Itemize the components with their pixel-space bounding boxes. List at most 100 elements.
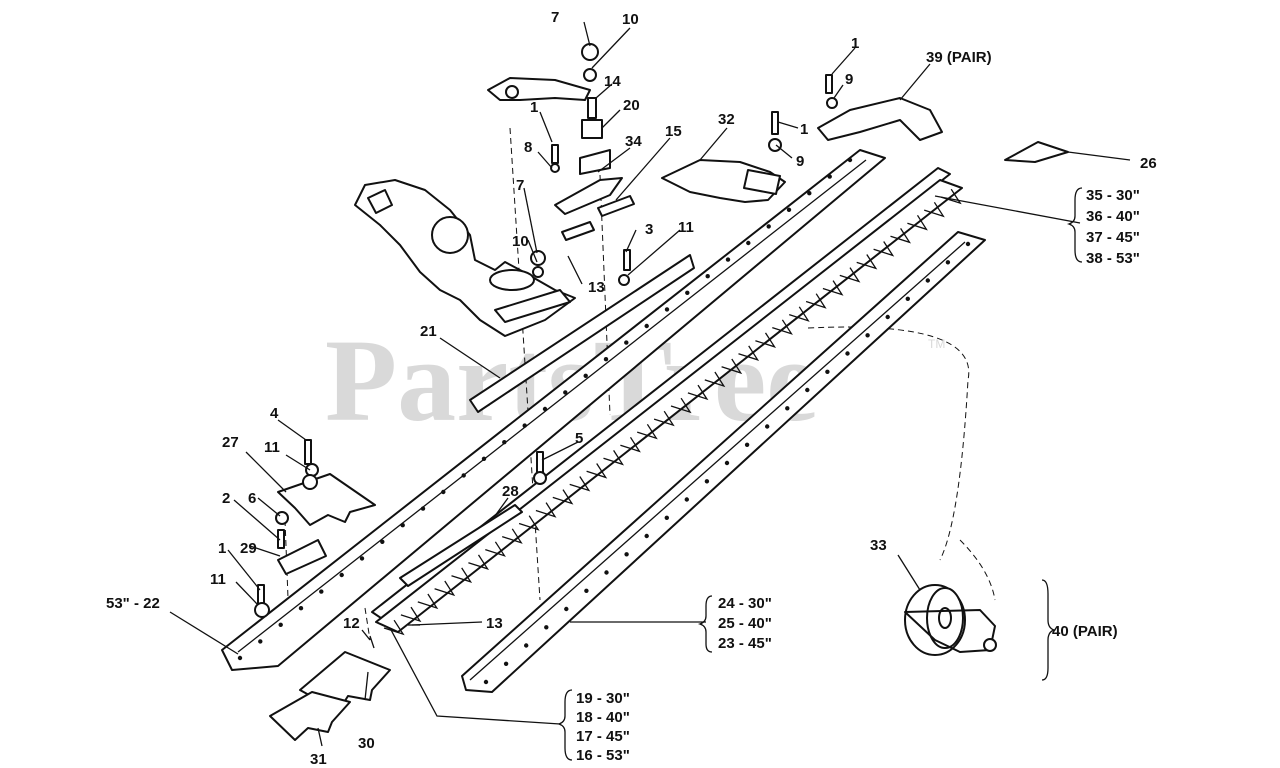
bolt-hole — [542, 406, 548, 412]
bolt-hole — [564, 606, 569, 612]
bolt-hole — [339, 572, 344, 578]
callout-34: 34 — [625, 133, 642, 150]
plate-small — [561, 221, 595, 241]
bolt-hole — [380, 539, 385, 544]
callout-32: 32 — [718, 111, 735, 128]
size-label: 17 - 45" — [576, 728, 630, 745]
callout-29: 29 — [240, 540, 257, 557]
size-label: 37 - 45" — [1086, 229, 1140, 246]
callout-4: 4 — [270, 405, 279, 422]
bolt-hole — [420, 506, 426, 511]
bolt-hole — [624, 552, 629, 557]
bolt-hole — [925, 278, 930, 283]
bolt-hole — [785, 406, 790, 411]
size-label: 23 - 45" — [718, 635, 772, 652]
callout-7-top: 7 — [551, 9, 559, 26]
bolt-hole — [544, 625, 549, 630]
plate-31 — [269, 691, 351, 741]
block-29 — [277, 539, 327, 575]
bolt-hole — [705, 274, 710, 279]
bolt-hole — [744, 442, 750, 447]
size-label: 25 - 40" — [718, 615, 772, 632]
bolt-hole — [503, 661, 509, 666]
size-label: 18 - 40" — [576, 709, 630, 726]
bolt-hole — [258, 639, 263, 644]
callout-33: 33 — [870, 537, 887, 554]
hardware — [254, 43, 838, 649]
bolt-hole — [684, 497, 689, 502]
callout-13-a: 13 — [588, 279, 605, 296]
callout-1-b: 1 — [800, 121, 808, 138]
callout-1-d: 1 — [218, 540, 226, 557]
leader-lines — [169, 21, 1131, 747]
callout-26: 26 — [1140, 155, 1157, 172]
callout-40-pair: 40 (PAIR) — [1052, 623, 1118, 640]
callout-6: 6 — [248, 490, 256, 507]
bolt-hole — [664, 515, 669, 520]
bolt-14 — [581, 97, 603, 139]
bolt-hole — [644, 533, 649, 539]
bolt-hole — [825, 369, 830, 374]
bolt-hole — [905, 296, 910, 301]
callout-28: 28 — [502, 483, 519, 500]
bolt-hole — [644, 323, 649, 329]
bolt-hole — [441, 489, 446, 495]
callout-20: 20 — [623, 97, 640, 114]
bolt-hole — [481, 456, 487, 461]
size-group-knife-back: 19 - 30" 18 - 40" 17 - 45" 16 - 53" — [576, 690, 630, 764]
size-group-knife-sections: 35 - 30" 36 - 40" 37 - 45" 38 - 53" — [1086, 187, 1140, 267]
callout-5: 5 — [575, 430, 583, 447]
bolt-hole — [359, 556, 365, 561]
bolt-hole — [583, 373, 588, 378]
gearbox-housing — [354, 179, 576, 337]
callout-7-mid: 7 — [516, 177, 524, 194]
bolt-hole — [765, 424, 770, 429]
guide-wheel-33 — [904, 584, 997, 656]
callout-1-c: 1 — [851, 35, 859, 52]
bolt-hole — [725, 257, 731, 262]
guard-bar — [461, 231, 986, 693]
size-label: 35 - 30" — [1086, 187, 1140, 204]
bolt-hole — [685, 290, 690, 295]
callout-27: 27 — [222, 434, 239, 451]
watermark-tm: TM — [928, 337, 945, 351]
callout-22: 53" - 22 — [106, 595, 160, 612]
size-label: 38 - 53" — [1086, 250, 1140, 267]
size-label: 16 - 53" — [576, 747, 630, 764]
assembly-guide-lines — [284, 127, 996, 651]
cutter-bar-22 — [221, 149, 886, 671]
bolt-hole — [766, 224, 771, 229]
callout-15: 15 — [665, 123, 682, 140]
bolt-hole — [502, 440, 507, 445]
bolt-hole — [278, 622, 283, 627]
bolt-hole — [483, 679, 489, 685]
knife-back-28 — [399, 504, 523, 587]
size-group-guard-bar: 24 - 30" 25 - 40" 23 - 45" — [718, 595, 772, 652]
bolt-hole — [746, 240, 751, 246]
bolt-hole — [807, 191, 812, 196]
bolt-hole — [319, 589, 324, 594]
callout-10-mid: 10 — [512, 233, 529, 250]
callout-11-c: 11 — [210, 571, 226, 588]
plate-27 — [277, 473, 376, 526]
callout-9-a: 9 — [845, 71, 853, 88]
callout-2: 2 — [222, 490, 230, 507]
bolt-hole — [704, 479, 710, 484]
bolt-hole — [724, 460, 730, 466]
callout-30: 30 — [358, 735, 375, 752]
bolt-hole — [827, 174, 832, 179]
pitman-arm — [487, 77, 591, 101]
callout-1-a: 1 — [530, 99, 538, 116]
callout-3: 3 — [645, 221, 653, 238]
section-26 — [1004, 141, 1069, 163]
callout-11-b: 11 — [264, 439, 280, 456]
callout-21: 21 — [420, 323, 437, 340]
group-braces — [556, 187, 1083, 761]
callout-9-b: 9 — [796, 153, 804, 170]
size-label: 36 - 40" — [1086, 208, 1140, 225]
block-20 — [579, 149, 611, 175]
bolt-hole — [624, 340, 629, 345]
bolt-hole — [865, 333, 870, 338]
bolt-hole — [805, 387, 810, 393]
